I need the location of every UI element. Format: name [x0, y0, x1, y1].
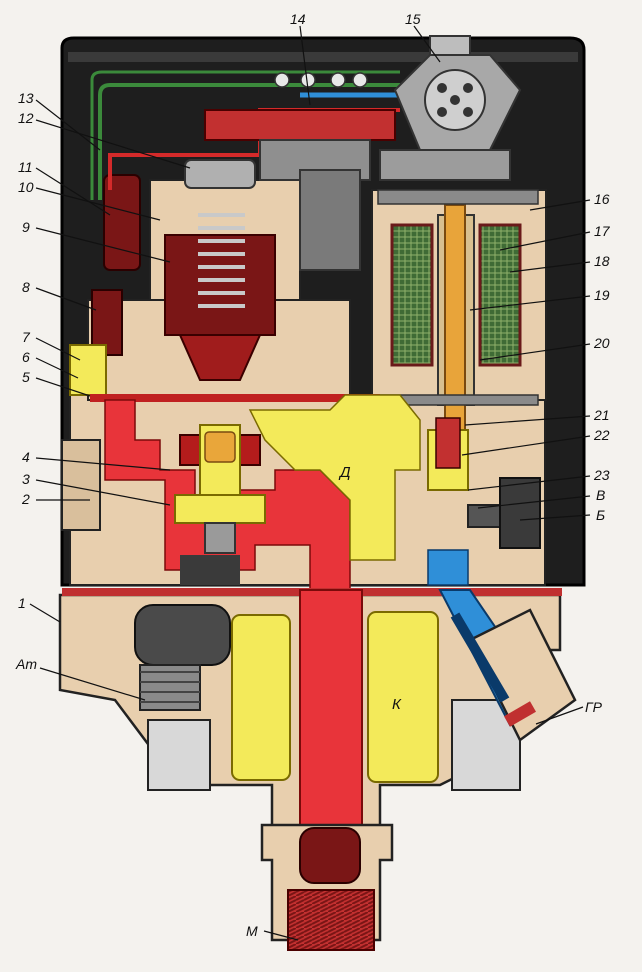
housing-rim — [68, 52, 578, 62]
label-5: 5 — [22, 369, 30, 385]
red-supply-passage — [299, 589, 363, 826]
solenoid-coil-left — [390, 223, 434, 367]
lever-bracket — [103, 174, 141, 271]
wire-green — [98, 83, 400, 200]
adapter-at — [134, 604, 231, 711]
zone-k-label: К — [392, 696, 401, 713]
label-16: 16 — [594, 191, 610, 207]
label-15: 15 — [405, 11, 421, 27]
dark-red-piston — [164, 234, 276, 336]
solenoid-plunger — [444, 204, 466, 446]
label-at: Ат — [16, 656, 37, 672]
label-7: 7 — [22, 329, 30, 345]
body-left-lug — [61, 439, 101, 531]
inlet-filter — [299, 827, 361, 884]
label-14: 14 — [290, 11, 306, 27]
cavity-k-right — [367, 611, 439, 783]
label-3: 3 — [22, 471, 30, 487]
label-17: 17 — [594, 223, 610, 239]
label-b: Б — [596, 507, 606, 523]
label-21: 21 — [594, 407, 610, 423]
check-valve — [174, 424, 266, 585]
label-2: 2 — [22, 491, 30, 507]
terminal-block — [204, 109, 396, 141]
label-1: 1 — [18, 595, 26, 611]
wire-green-2 — [90, 70, 400, 200]
label-22: 22 — [594, 427, 610, 443]
yellow-chamber-d — [248, 394, 421, 561]
label-8: 8 — [22, 279, 30, 295]
label-11: 11 — [18, 159, 33, 175]
label-gr: ГР — [585, 699, 602, 715]
label-9: 9 — [22, 219, 30, 235]
dark-red-cone — [178, 334, 262, 381]
label-12: 12 — [18, 110, 34, 126]
fitting-gr — [438, 589, 577, 742]
label-6: 6 — [22, 349, 30, 365]
lower-solenoid-valve — [427, 417, 541, 586]
spring-cap — [184, 159, 256, 189]
connector-plug — [379, 35, 522, 181]
terminal-screws — [274, 72, 368, 88]
inlet-thread — [287, 889, 375, 951]
label-23: 23 — [594, 467, 610, 483]
leader-lines — [29, 25, 591, 941]
label-m: М — [246, 923, 258, 939]
solenoid-top-plate — [377, 189, 539, 205]
label-20: 20 — [594, 335, 610, 351]
label-19: 19 — [594, 287, 610, 303]
label-4: 4 — [22, 449, 30, 465]
mounting-lug — [147, 719, 211, 791]
label-18: 18 — [594, 253, 610, 269]
label-10: 10 — [18, 179, 34, 195]
pin-seat — [69, 344, 107, 396]
main-spring — [198, 213, 245, 308]
label-13: 13 — [18, 90, 34, 106]
diaphragm — [90, 394, 380, 402]
label-v: В — [596, 487, 606, 503]
cavity-k-left — [231, 614, 291, 781]
zone-d-label: Д — [340, 464, 351, 481]
solenoid-coil-right — [478, 223, 522, 367]
terminal-post — [299, 169, 361, 271]
